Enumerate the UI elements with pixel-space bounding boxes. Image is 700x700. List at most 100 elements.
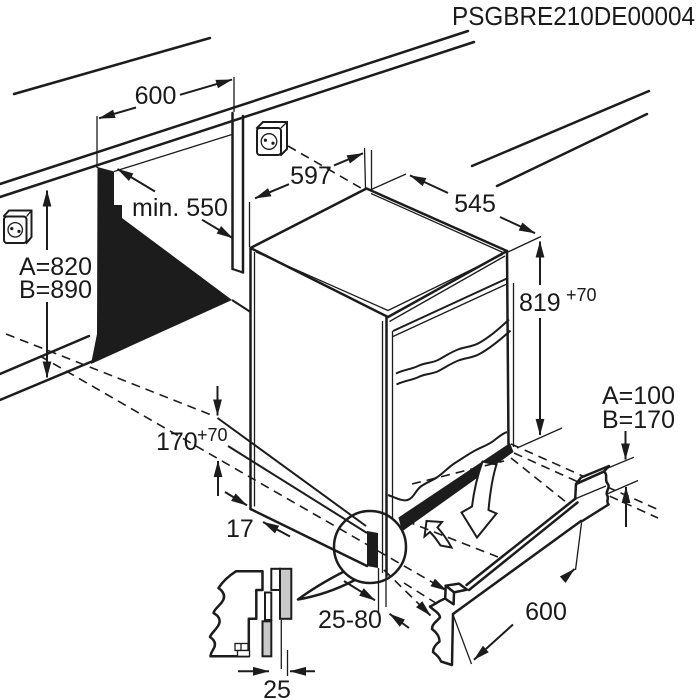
dim-line <box>116 168 156 193</box>
base-level-lines <box>216 417 368 534</box>
ext-545-left <box>368 173 407 192</box>
plinth-section-detail <box>208 567 293 676</box>
socket-cable-dashed <box>287 145 367 192</box>
label-appliance-height: 819 <box>519 289 561 317</box>
plinth-board <box>428 464 611 667</box>
plinth-top-front-edge <box>467 501 579 592</box>
socket-above <box>255 121 288 157</box>
fridge-top-back-inner <box>370 192 504 254</box>
wall-top-line <box>12 36 212 96</box>
socket-left-pin1 <box>10 227 14 231</box>
plinth-right-inner-line <box>575 485 607 500</box>
door-break-lower <box>396 329 512 386</box>
door-rim-line <box>389 255 506 323</box>
plinth-section-shadow <box>367 531 378 568</box>
detail-circle <box>332 509 408 585</box>
section-plinth-upper <box>279 567 293 620</box>
cabinet-plinth-line <box>0 334 91 376</box>
plinth-silhouette <box>430 471 609 665</box>
ext-545-right <box>507 235 542 253</box>
niche-shadow <box>91 167 232 364</box>
section-door-lower <box>264 591 273 621</box>
dim-line <box>409 174 449 194</box>
door-top-edge-inner <box>392 282 509 338</box>
dim-appliance-height: 819 +70 <box>516 241 597 449</box>
fridge-left-bottom-edge <box>249 507 369 568</box>
dim-plinth-length: 600 <box>452 522 583 665</box>
ext-plinth-a <box>606 479 639 495</box>
door-break-upper <box>395 318 510 375</box>
page-title: PSGBRE210DE00004 <box>452 1 695 31</box>
floor-lines <box>0 334 95 402</box>
plinth-level-dashed-left <box>5 333 215 417</box>
socket-above-corner-line <box>280 121 288 129</box>
dim-line <box>499 216 536 235</box>
dim-line <box>559 568 576 583</box>
label-appliance-height-sup: +70 <box>566 285 597 305</box>
countertop-right-top-edge <box>470 89 651 168</box>
section-door-upper <box>270 567 281 591</box>
dim-line <box>201 218 234 239</box>
label-niche-width: 600 <box>135 82 177 110</box>
label-niche-depth: min. 550 <box>132 194 228 222</box>
fridge-back-edge <box>505 249 510 446</box>
socket-left-pin2 <box>17 229 21 233</box>
dim-line <box>224 491 248 507</box>
fridge-top-rim-inner <box>255 251 503 312</box>
dim-line <box>179 78 233 96</box>
dim-line <box>388 612 410 629</box>
socket-left-corner-line <box>26 210 32 217</box>
dim-line <box>473 623 514 661</box>
ext-600-left <box>452 615 473 665</box>
label-plinth-recess: 25-80 <box>318 606 382 634</box>
dim-plinth-clearance: 170 +70 <box>156 386 228 496</box>
dim-line <box>333 152 364 167</box>
section-cabinet-profile <box>208 570 264 658</box>
ext-597-right1 <box>363 147 367 189</box>
ext-819-bottom <box>516 427 563 449</box>
plinth-bottom-edge <box>451 519 583 616</box>
fridge-bottom-level-line <box>227 445 368 534</box>
dim-line <box>262 521 291 538</box>
niche-floor-edge <box>231 299 252 313</box>
wall-and-countertop-lines <box>0 29 651 199</box>
counter-underside-line <box>113 133 234 173</box>
door-bottom-edge <box>387 431 508 502</box>
callout-tail <box>296 570 357 601</box>
section-plinth-lower <box>261 620 273 658</box>
dim-niche-width: 600 <box>96 77 235 168</box>
ext-plinth-b <box>607 456 635 469</box>
label-plinth-thickness: 25 <box>263 676 291 700</box>
ext-600-right <box>574 522 583 571</box>
dim-appliance-width: 597 <box>248 147 373 247</box>
dim-base-recess: 17 <box>224 491 291 543</box>
label-appliance-width: 597 <box>290 162 332 190</box>
airflow-arrow-large-icon <box>460 460 499 540</box>
niche-panel-bottom-edge <box>232 268 244 274</box>
plinth-top-back-edge <box>465 497 577 587</box>
dim-line <box>343 580 376 602</box>
dim-plinth-thickness: 25 <box>238 666 315 700</box>
dim-appliance-depth: 545 <box>368 173 542 253</box>
label-plinth-height-b: B=170 <box>602 406 675 434</box>
label-appliance-depth: 545 <box>454 190 496 218</box>
detail-callout <box>296 509 408 612</box>
label-niche-height-b: B=890 <box>19 276 92 304</box>
plinth-right-cut <box>573 470 610 523</box>
socket-left <box>2 209 33 245</box>
socket-above-pin2 <box>271 141 275 145</box>
dim-plinth-recess: 25-80 <box>318 580 410 634</box>
dim-line <box>98 106 137 120</box>
floor-edge-line <box>0 359 95 402</box>
socket-above-pin1 <box>263 138 267 142</box>
door-bottom-level-line <box>216 417 367 527</box>
label-base-recess: 17 <box>226 515 254 543</box>
plinth-slide-arrow <box>416 601 432 617</box>
socket-left-face <box>7 221 24 238</box>
label-plinth-height-a: A=100 <box>602 382 675 410</box>
countertop-left-bottom-edge <box>0 40 476 199</box>
floor-level-dashed <box>39 355 445 590</box>
section-foot-2 <box>236 649 251 657</box>
